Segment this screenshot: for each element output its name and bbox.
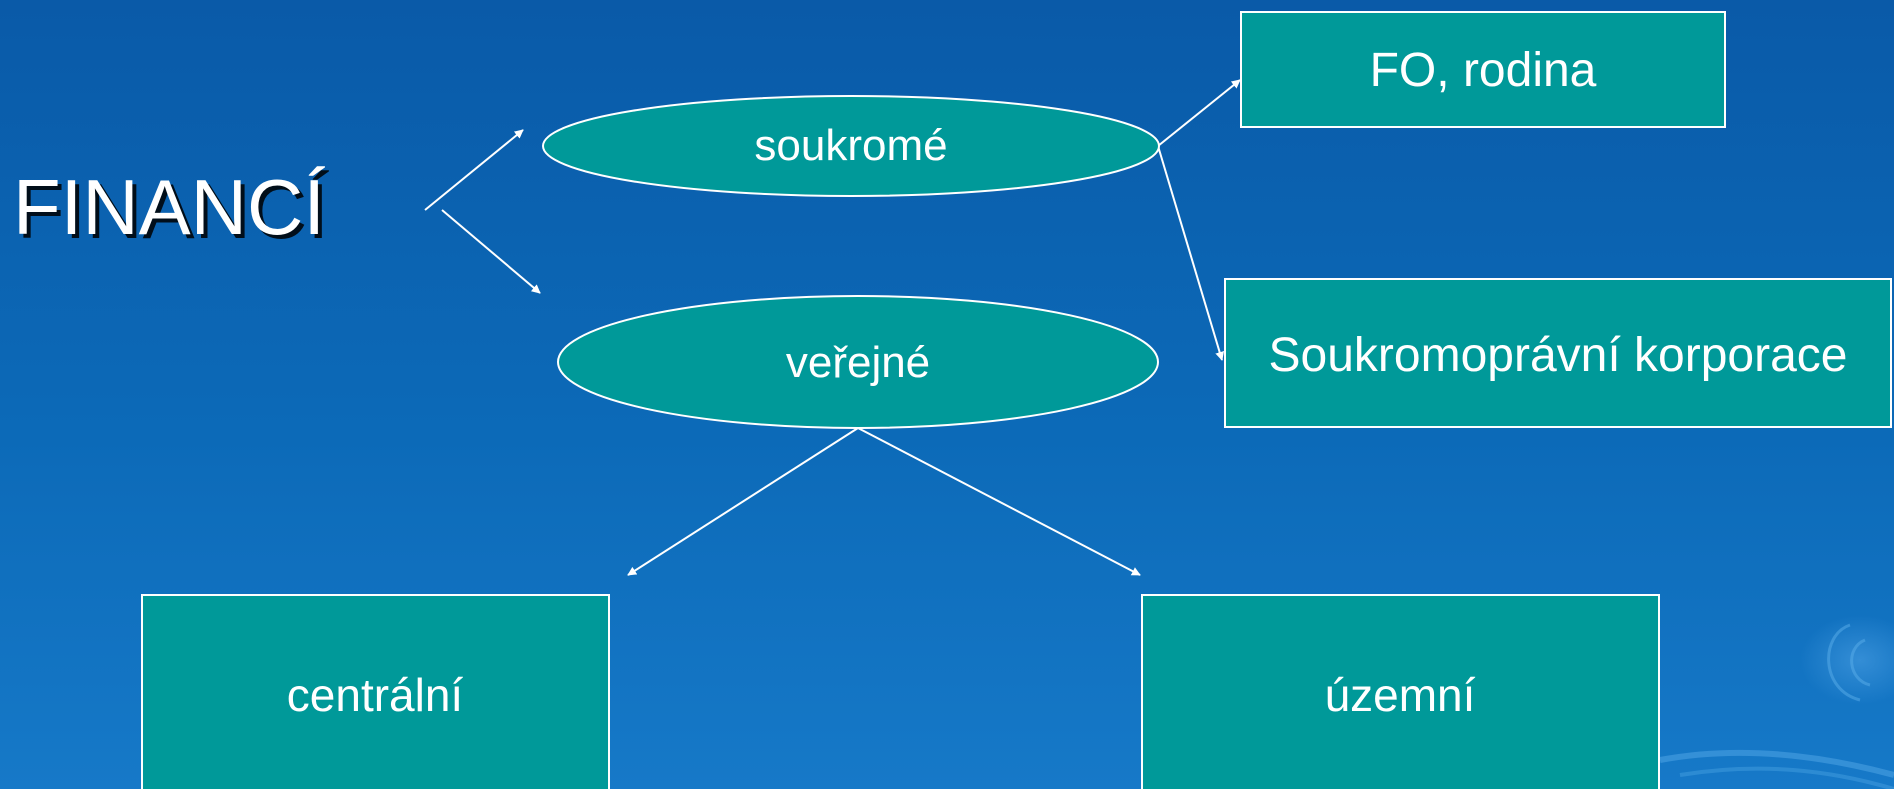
node-fo-rodina: FO, rodina <box>1240 11 1726 128</box>
node-uzemni: územní <box>1141 594 1660 789</box>
node-soukrome: soukromé <box>542 95 1160 197</box>
title-financi: FINANCÍ FINANCÍ <box>13 163 329 255</box>
node-centralni: centrální <box>141 594 610 789</box>
title-shadow: FINANCÍ <box>17 167 329 255</box>
node-verejne: veřejné <box>557 295 1159 429</box>
arrow-soukrome-to-soukromopravni <box>1157 145 1224 361</box>
node-centralni-label: centrální <box>287 669 464 721</box>
node-uzemni-label: územní <box>1325 669 1476 721</box>
background-swirl-decoration <box>1659 615 1894 789</box>
arrow-verejne-to-uzemni <box>857 427 1141 576</box>
arrow-financi-to-verejne <box>441 209 541 294</box>
arrow-verejne-to-centralni <box>627 427 859 576</box>
node-verejne-label: veřejné <box>786 338 930 387</box>
arrow-financi-to-soukrome <box>424 129 524 211</box>
node-soukromopravni-label: Soukromoprávní korporace <box>1269 329 1848 382</box>
arrow-soukrome-to-fo-rodina <box>1157 79 1241 147</box>
node-fo-rodina-label: FO, rodina <box>1370 44 1597 97</box>
node-soukromopravni-korporace: Soukromoprávní korporace <box>1224 278 1892 428</box>
node-soukrome-label: soukromé <box>754 121 947 170</box>
title-text: FINANCÍ <box>13 163 325 251</box>
